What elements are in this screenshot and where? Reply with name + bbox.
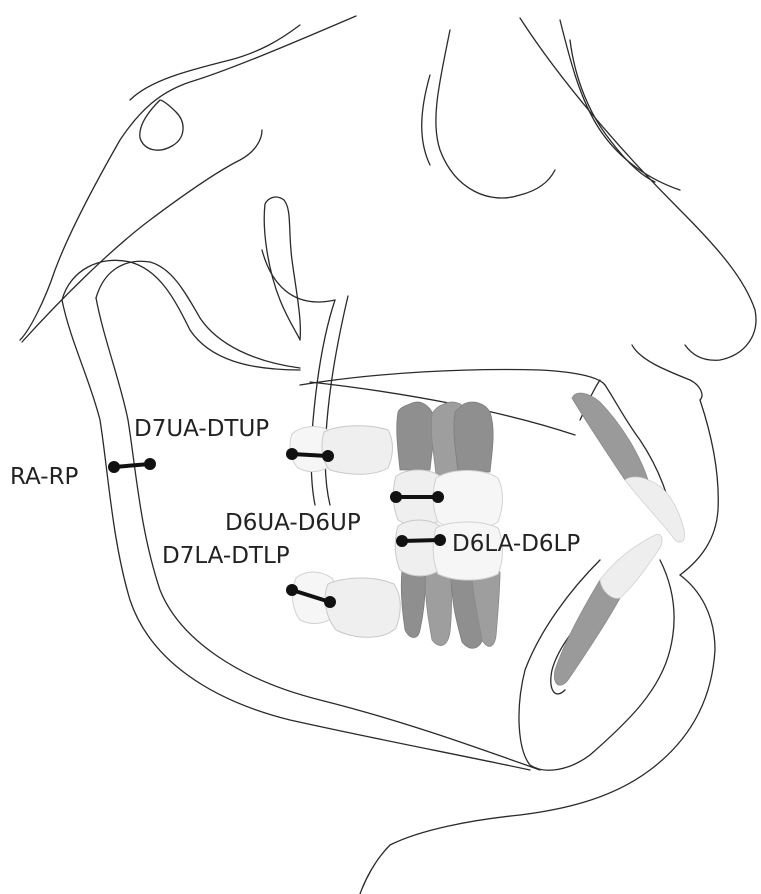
chin-soft [360,815,520,894]
palatal-plane [300,370,605,385]
measure-ra-rp [108,458,156,473]
upper-second-molar-b [322,426,393,475]
nasal-bone-4 [422,75,430,165]
upper-lip [680,400,718,575]
nasal-bone-3 [570,40,655,182]
pterygoid-plate-line [262,250,335,302]
measure-d7ua-dtup-end-dot [322,450,334,462]
nasal-bone-2 [560,20,680,190]
upper-incisor-root [572,393,648,488]
condyle-loop-inner [96,261,300,368]
measure-d6ua-d6up-start-dot [390,491,402,503]
label-d6la-d6lp: D6LA-D6LP [452,531,580,557]
zygoma-line [130,25,300,100]
condyle-loop-outer [62,260,300,370]
measure-d7la-dtlp-start-dot [286,584,298,596]
nostril [632,345,702,400]
measure-d6ua-d6up-end-dot [432,491,444,503]
sphenoid-line [22,130,262,342]
label-d7ua-dtup: D7UA-DTUP [134,416,269,442]
label-d6ua-d6up: D6UA-D6UP [225,510,361,536]
label-ra-rp: RA-RP [10,464,79,490]
measure-d7la-dtlp-end-dot [324,596,336,608]
measure-d6la-d6lp-start-dot [396,535,408,547]
pterygoid-outline [264,197,300,340]
measure-ra-rp-end-dot [144,458,156,470]
lower-lip [520,575,715,815]
lower-molar-root-b [425,572,451,646]
nasal-bone-1 [436,30,555,198]
upper-molar-crown-2 [433,471,502,530]
measure-ra-rp-start-dot [108,461,120,473]
lower-incisor-crown [600,534,662,598]
measure-d6la-d6lp-end-dot [434,534,446,546]
upper-molar-root-c [454,402,493,472]
anterior-ramus-outer [311,300,335,505]
upper-incisor-crown [625,477,685,542]
measure-d7ua-dtup-start-dot [286,448,298,460]
label-d7la-dtlp: D7LA-DTLP [162,543,290,569]
upper-molar-root-a [397,402,434,470]
lower-second-molar-b [325,578,400,637]
nasal-profile [520,18,756,360]
lower-molar-root-a [401,570,425,638]
